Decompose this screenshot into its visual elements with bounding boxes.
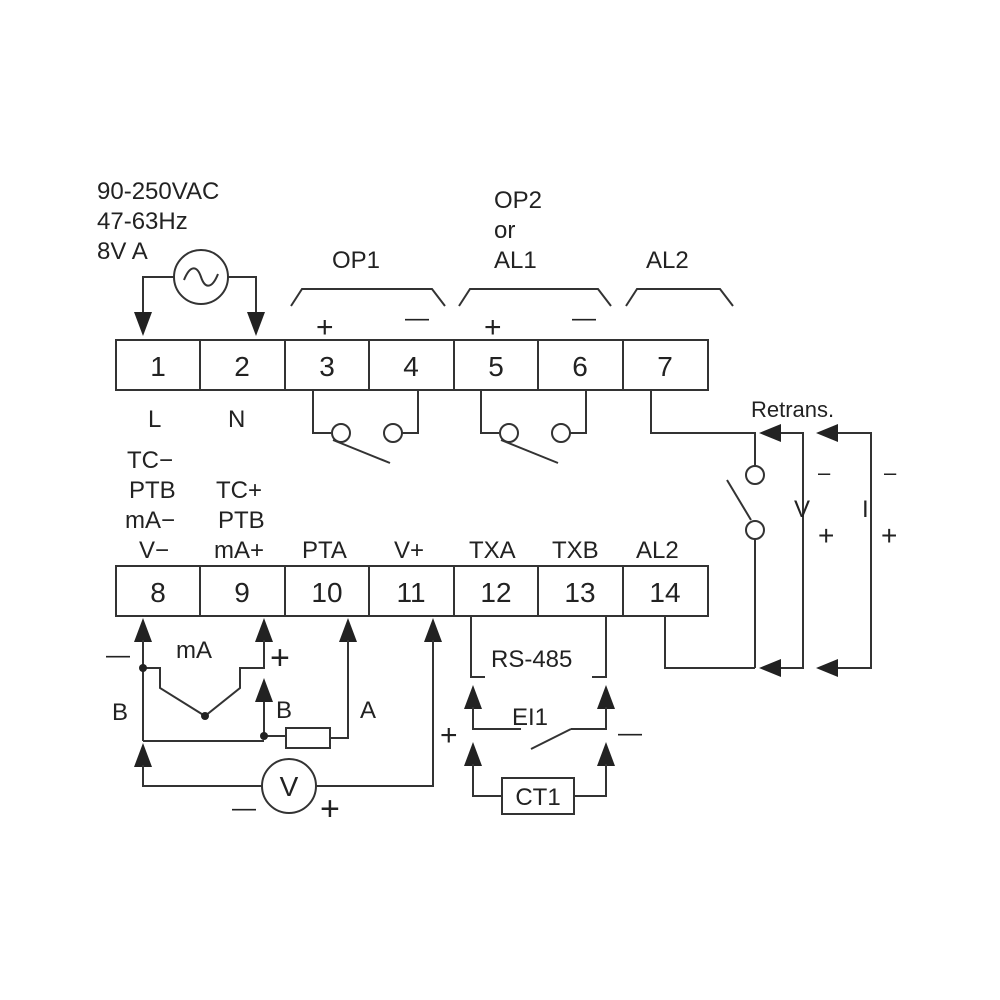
retrans-i-plus: + — [881, 520, 897, 551]
terminal-5: 5 — [488, 351, 504, 382]
terminal-9: 9 — [234, 577, 250, 608]
rtd-a-label: A — [360, 697, 376, 724]
t8-ma-minus-label: mA− — [125, 507, 175, 534]
terminal-7: 7 — [657, 351, 673, 382]
op1-minus-sign: — — [405, 305, 429, 332]
al2-bracket — [625, 288, 734, 307]
al2-top-label: AL2 — [646, 247, 689, 274]
junction-dot — [139, 664, 147, 672]
terminal-11: 11 — [396, 577, 425, 608]
arrow-up-icon — [597, 685, 615, 709]
arrow-left-icon — [759, 659, 781, 677]
ma-plus-sign: + — [270, 639, 290, 677]
t10-pta-label: PTA — [302, 537, 347, 564]
event-input-switch — [472, 707, 607, 750]
t9-ma-plus-label: mA+ — [214, 537, 264, 564]
power-wire-l — [142, 276, 174, 314]
arrow-down-icon — [134, 312, 152, 336]
power-voltage-label: 90-250VAC — [97, 178, 219, 205]
op2-bracket — [458, 288, 612, 307]
ei1-label: EI1 — [512, 704, 548, 731]
op2-minus-sign: — — [572, 305, 596, 332]
t12-txa-label: TXA — [469, 537, 516, 564]
op1-bracket — [290, 288, 446, 307]
t13-txb-label: TXB — [552, 537, 599, 564]
voltmeter-icon: V — [280, 771, 299, 802]
arrow-up-icon — [464, 685, 482, 709]
terminal-8: 8 — [150, 577, 166, 608]
retrans-i-label: I — [862, 496, 869, 523]
arrow-up-icon — [255, 678, 273, 702]
t11-vplus-label: V+ — [394, 537, 424, 564]
terminal-10: 10 — [311, 577, 342, 608]
arrow-left-icon — [759, 424, 781, 442]
op2-relay-contact — [480, 390, 587, 464]
t8-ptb-label: PTB — [129, 477, 176, 504]
retrans-v-plus: + — [818, 520, 834, 551]
op2-label: OP2 — [494, 187, 542, 214]
op1-plus-sign: + — [316, 311, 334, 344]
arrow-up-icon — [339, 618, 357, 642]
op2-or-label: or — [494, 217, 515, 244]
ct1-wiring — [472, 764, 607, 815]
ac-source-icon — [173, 249, 229, 305]
ei1-minus-sign: — — [618, 720, 642, 747]
rs485-label: RS-485 — [491, 646, 572, 673]
arrow-up-icon — [255, 618, 273, 642]
retrans-v-label: V — [794, 496, 810, 523]
terminal-12: 12 — [480, 577, 511, 608]
junction-dot — [201, 712, 209, 720]
bottom-terminal-strip — [115, 565, 709, 617]
terminal-4: 4 — [403, 351, 419, 382]
terminal-1: 1 — [150, 351, 166, 382]
t8-tc-minus-label: TC− — [127, 447, 173, 474]
l-label: L — [148, 406, 161, 433]
arrow-left-icon — [816, 424, 838, 442]
ma-minus-sign: — — [106, 642, 130, 669]
op1-label: OP1 — [332, 247, 380, 274]
ei1-plus-sign: + — [440, 719, 458, 752]
arrow-up-icon — [597, 742, 615, 766]
op1-relay-contact — [312, 390, 419, 464]
terminal-3: 3 — [319, 351, 335, 382]
arrow-up-icon — [464, 742, 482, 766]
rs485-bracket — [470, 616, 607, 678]
al2-relay-contact — [650, 390, 765, 669]
arrow-down-icon — [247, 312, 265, 336]
retrans-v-minus: – — [818, 460, 831, 485]
t8-v-minus-label: V− — [139, 537, 169, 564]
terminal-2: 2 — [234, 351, 250, 382]
retrans-i-minus: – — [884, 460, 897, 485]
terminal-13: 13 — [564, 577, 595, 608]
voltage-input-wiring — [142, 640, 434, 814]
retrans-label: Retrans. — [751, 397, 834, 422]
t14-al2-label: AL2 — [636, 537, 679, 564]
arrow-up-icon — [134, 618, 152, 642]
terminal-6: 6 — [572, 351, 588, 382]
op2-plus-sign: + — [484, 311, 502, 344]
power-rating-label: 8V A — [97, 238, 148, 265]
ct1-label: CT1 — [515, 784, 560, 811]
power-frequency-label: 47-63Hz — [97, 208, 188, 235]
rtd-b-right-label: B — [276, 697, 292, 724]
n-label: N — [228, 406, 245, 433]
top-terminal-strip — [115, 339, 709, 391]
t9-tc-plus-label: TC+ — [216, 477, 262, 504]
rtd-b-left-label: B — [112, 699, 128, 726]
voltmeter-plus-sign: + — [320, 790, 340, 828]
ma-label: mA — [176, 637, 212, 664]
rtd-resistor — [143, 640, 349, 749]
terminal-14: 14 — [649, 577, 680, 608]
arrow-left-icon — [816, 659, 838, 677]
arrow-up-icon — [424, 618, 442, 642]
voltmeter-minus-sign: — — [232, 795, 256, 822]
t9-ptb-label: PTB — [218, 507, 265, 534]
junction-dot — [260, 732, 268, 740]
retrans-current-wiring — [838, 432, 872, 669]
retrans-voltage-wiring — [780, 432, 804, 669]
power-wire-n — [228, 276, 257, 314]
al1-label: AL1 — [494, 247, 537, 274]
arrow-up-icon — [134, 743, 152, 767]
